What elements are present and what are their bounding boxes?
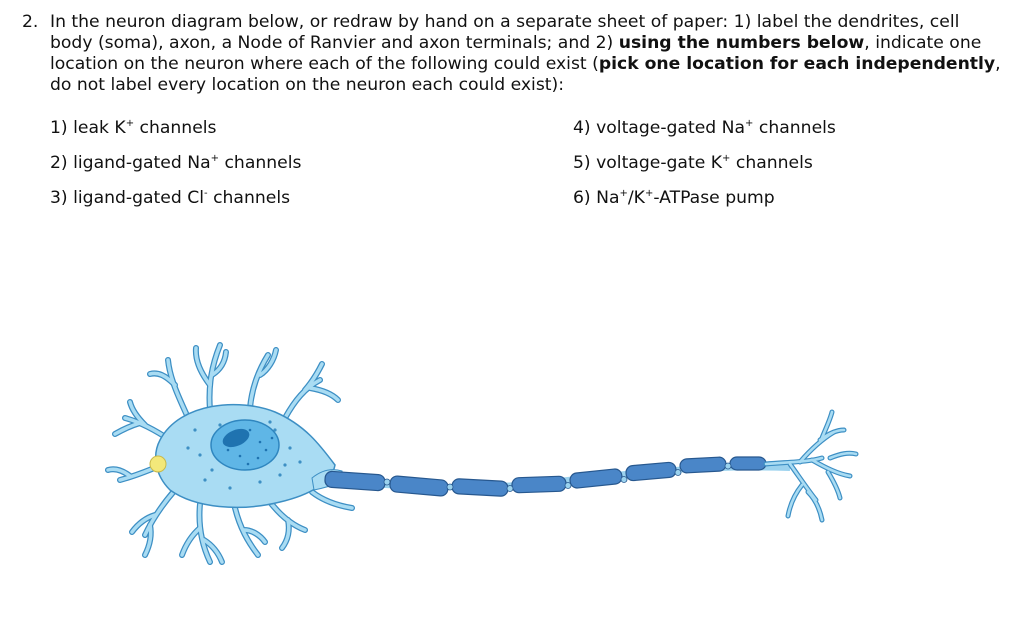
dendrite-branch: [202, 538, 224, 564]
terminal-branch: [826, 470, 842, 500]
node-of-ranvier: [446, 483, 454, 491]
granule: [218, 423, 222, 427]
terminal-branch: [820, 410, 834, 440]
myelin-segment: [625, 461, 677, 482]
channel-list-left: 1) leak K+ channels 2) ligand-gated Na+ …: [50, 116, 301, 221]
myelin-segment: [451, 478, 509, 497]
dendrite-branch: [283, 378, 322, 420]
myelin-segment: [569, 468, 623, 489]
node-of-ranvier: [564, 482, 572, 489]
chromatin: [256, 456, 260, 460]
nucleolus: [222, 428, 250, 448]
axon-terminals: [763, 409, 859, 523]
dendrite-branch: [258, 348, 278, 377]
granule: [228, 486, 232, 490]
dendrite-branch: [106, 467, 132, 478]
dendrite-branch: [268, 500, 307, 532]
question-text-part: , indicate one location on the neuron wh…: [50, 33, 982, 74]
dendrite-branch: [242, 528, 267, 544]
chromatin: [270, 436, 274, 440]
node-of-ranvier: [620, 476, 628, 483]
question-text-part: , do not label every location on the neu…: [50, 54, 1001, 95]
node-of-ranvier: [724, 462, 732, 470]
dendrite-branch: [128, 400, 147, 427]
list-item-pump: 6) Na+/K+-ATPase pump: [573, 188, 775, 208]
terminal-branch: [806, 490, 824, 522]
granule: [268, 420, 272, 424]
myelin-segment: [729, 456, 767, 471]
granule: [193, 428, 197, 432]
granule: [186, 446, 190, 450]
dendrite-branch: [280, 518, 291, 550]
question-text-bold: using the numbers below: [618, 33, 865, 53]
granule: [273, 428, 277, 432]
list-item-ligand-cl: 3) ligand-gated Cl- channels: [50, 188, 291, 208]
chromatin: [238, 454, 242, 458]
neuron-diagram: [105, 342, 859, 565]
node-of-ranvier: [506, 485, 514, 492]
synapse-dot: [149, 455, 167, 473]
dendrite-branch: [308, 386, 340, 402]
node-of-ranvier: [383, 478, 391, 486]
granule: [283, 463, 287, 467]
granule: [278, 473, 282, 477]
dendrite-branch: [130, 513, 157, 534]
granule: [288, 446, 292, 450]
dendrite-branch: [303, 362, 324, 392]
terminal-branch: [810, 458, 852, 478]
myelin-segment: [389, 475, 449, 497]
granule: [203, 478, 207, 482]
dendrite-branch: [310, 490, 354, 510]
list-item-leak-k: 1) leak K+ channels: [50, 118, 217, 138]
dendrite-branch: [210, 350, 228, 377]
myelin-segment: [679, 456, 727, 474]
chromatin: [264, 448, 268, 452]
dendrite-branch: [180, 526, 202, 557]
dendrite-branch: [194, 346, 212, 387]
nucleus-granules: [226, 428, 274, 466]
dendrite-branch: [143, 523, 153, 557]
myelin-segment: [511, 475, 567, 494]
terminal-branch: [828, 451, 858, 460]
list-item-voltage-k: 5) voltage-gate K+ channels: [573, 153, 813, 173]
list-item-ligand-na: 2) ligand-gated Na+ channels: [50, 153, 302, 173]
nodes-of-ranvier: [383, 462, 732, 492]
nucleus: [210, 419, 280, 471]
dendrites: [105, 342, 355, 565]
node-of-ranvier: [674, 469, 682, 476]
question-text-part: In the neuron diagram below, or redraw b…: [50, 12, 960, 53]
granule: [298, 460, 302, 464]
soma-granules: [186, 420, 302, 490]
chromatin: [258, 440, 262, 444]
chromatin: [248, 428, 252, 432]
chromatin: [246, 462, 250, 466]
chromatin: [226, 448, 230, 452]
terminal-branch: [786, 483, 804, 518]
dendrite-branch: [143, 488, 177, 537]
question-text: In the neuron diagram below, or redraw b…: [50, 12, 1007, 96]
myelin-segment: [324, 470, 386, 492]
terminal-branch: [764, 456, 824, 466]
dendrite-branch: [233, 506, 260, 557]
granule: [198, 453, 202, 457]
question-text-bold: pick one location for each independently: [598, 54, 996, 74]
granule: [258, 480, 262, 484]
question-number: 2.: [22, 12, 39, 32]
granule: [210, 468, 214, 472]
list-item-voltage-na: 4) voltage-gated Na+ channels: [573, 118, 836, 138]
dendrite-branch: [197, 502, 212, 564]
channel-list-right: 4) voltage-gated Na+ channels 5) voltage…: [573, 116, 836, 221]
dendrite-branch: [148, 371, 177, 387]
myelin-sheath: [324, 456, 767, 497]
dendrite-branch: [113, 421, 142, 436]
question-block: 2. In the neuron diagram below, or redra…: [22, 12, 1007, 96]
dendrite-branch: [248, 353, 270, 410]
